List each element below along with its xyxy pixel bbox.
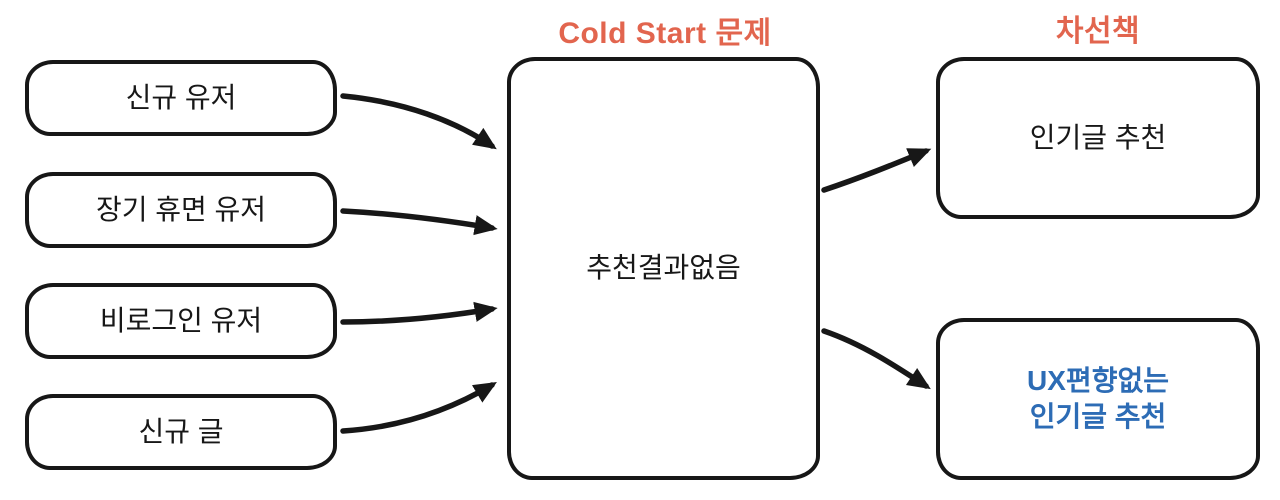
input-label-new-user: 신규 유저 xyxy=(125,81,237,113)
arrow-problem-to-unbiased xyxy=(821,328,931,390)
input-box-new-user: 신규 유저 xyxy=(25,60,337,136)
input-box-dormant-user: 장기 휴면 유저 xyxy=(25,172,337,248)
title-fallback: 차선책 xyxy=(1055,15,1141,48)
title-cold-start-problem: Cold Start 문제 xyxy=(558,17,772,50)
input-box-new-post: 신규 글 xyxy=(25,394,337,470)
output-label-popular: 인기글 추천 xyxy=(1029,121,1167,153)
input-label-guest-user: 비로그인 유저 xyxy=(99,304,263,336)
output-box-popular: 인기글 추천 xyxy=(936,57,1260,219)
center-label-no-results: 추천결과없음 xyxy=(586,252,741,284)
arrow-guest-user-to-problem xyxy=(340,301,498,325)
input-label-dormant-user: 장기 휴면 유저 xyxy=(95,193,267,225)
arrow-new-post-to-problem xyxy=(340,382,497,434)
arrow-dormant-user-to-problem xyxy=(340,208,498,236)
output-box-unbiased-popular: UX편향없는 인기글 추천 xyxy=(936,318,1260,480)
center-box-no-results: 추천결과없음 xyxy=(507,57,820,480)
input-box-guest-user: 비로그인 유저 xyxy=(25,283,337,359)
output-label-unbiased-popular: UX편향없는 인기글 추천 xyxy=(1027,364,1169,432)
input-label-new-post: 신규 글 xyxy=(138,415,224,447)
arrow-problem-to-popular xyxy=(821,148,932,193)
arrow-new-user-to-problem xyxy=(340,93,497,150)
